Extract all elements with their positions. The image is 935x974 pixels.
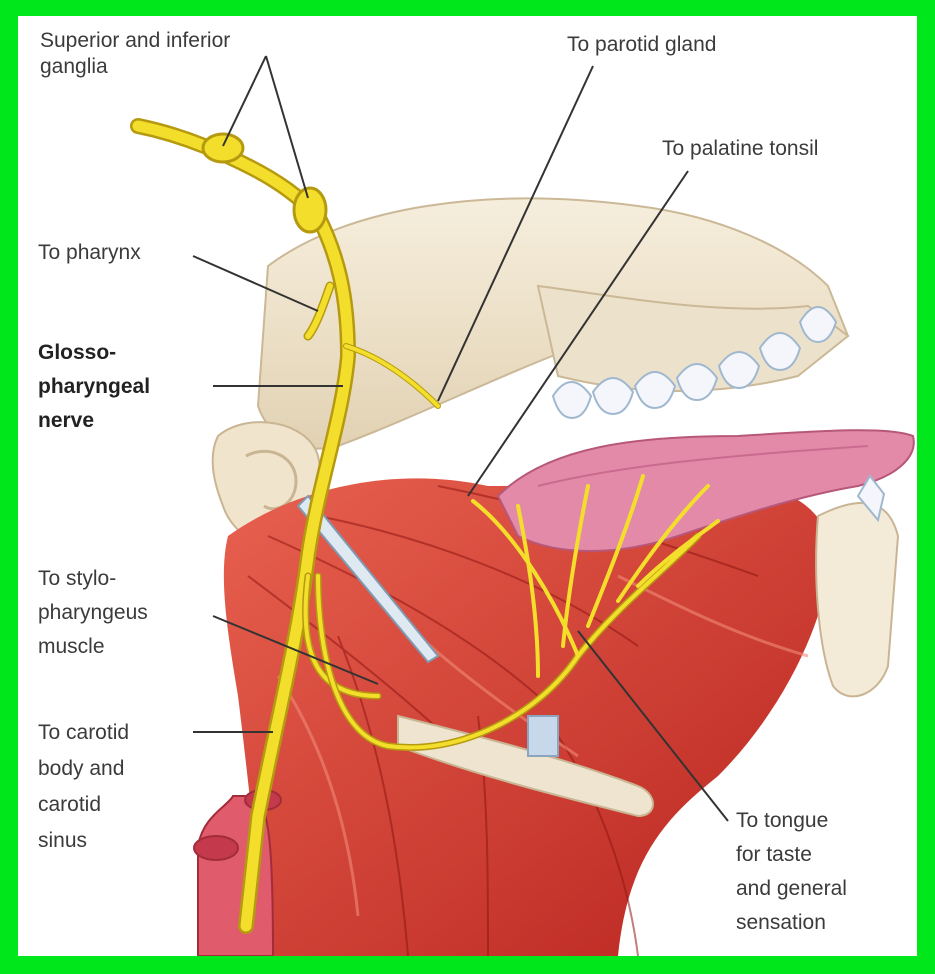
label-tonsil: To palatine tonsil <box>662 136 818 161</box>
label-parotid: To parotid gland <box>567 32 716 57</box>
label-stylo-line1: To stylo- <box>38 566 116 591</box>
lower-jaw <box>816 476 898 696</box>
label-nerve-line3: nerve <box>38 408 94 433</box>
label-carotid-line1: To carotid <box>38 720 129 745</box>
label-pharynx: To pharynx <box>38 240 141 265</box>
label-tongue-line2: for taste <box>736 842 812 867</box>
label-ganglia-line1: Superior and inferior <box>40 28 230 53</box>
label-carotid-line4: sinus <box>38 828 87 853</box>
label-carotid-line3: carotid <box>38 792 101 817</box>
label-ganglia-line2: ganglia <box>40 54 108 79</box>
label-tongue-line4: sensation <box>736 910 826 935</box>
label-tongue-line3: and general <box>736 876 847 901</box>
label-stylo-line3: muscle <box>38 634 105 659</box>
label-tongue-line1: To tongue <box>736 808 828 833</box>
label-nerve-line1: Glosso- <box>38 340 116 365</box>
label-nerve-line2: pharyngeal <box>38 374 150 399</box>
label-stylo-line2: pharyngeus <box>38 600 148 625</box>
label-carotid-line2: body and <box>38 756 124 781</box>
